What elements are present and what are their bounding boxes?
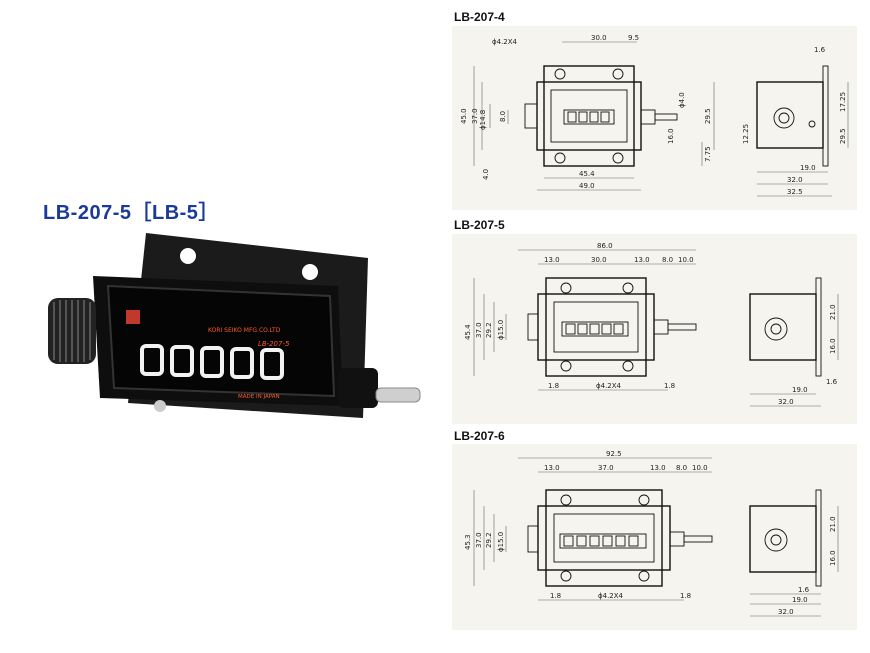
digit-window (563, 109, 615, 125)
dimension-label: ϕ4.2X4 (596, 382, 622, 390)
dimension-label: 21.0 (829, 516, 837, 532)
dimension-label: 86.0 (597, 242, 613, 250)
counter-body (536, 81, 642, 151)
dimension-label: 37.0 (471, 108, 479, 124)
face-maker: KORI SEIKO MFG.CO.LTD (208, 327, 281, 334)
face-model: LB-207-5 (258, 340, 290, 348)
drive-shaft (683, 535, 713, 543)
digit-window (559, 533, 647, 549)
drawing-title-lb-207-6: LB-207-6 (454, 429, 505, 443)
dimension-label: 10.0 (678, 256, 694, 264)
drawing-lb-207-4: 30.0 9.5 ϕ4.2X4 45.0 37.0 ϕ14.8 8.0 4.0 … (452, 26, 857, 210)
reset-knob (527, 525, 539, 553)
drawing-title-lb-207-4: LB-207-4 (454, 10, 505, 24)
face-origin: MADE IN JAPAN (238, 394, 280, 400)
dimension-label: 29.2 (485, 532, 493, 548)
dimension-label: 8.0 (676, 464, 687, 472)
dimension-label: 32.0 (778, 608, 794, 616)
dimension-label: 45.3 (464, 534, 472, 550)
digit-display (140, 344, 284, 380)
dimension-label: 19.0 (792, 386, 808, 394)
dimension-label: 1.8 (550, 592, 561, 600)
bracket-outline (543, 65, 635, 167)
dimension-label: 13.0 (544, 256, 560, 264)
dimension-label: 8.0 (662, 256, 673, 264)
dimension-label: 30.0 (591, 256, 607, 264)
dimension-label: ϕ15.0 (497, 320, 505, 340)
dimension-label: 13.0 (544, 464, 560, 472)
drawing-lb-207-5: 86.0 13.0 30.0 13.0 8.0 10.0 45.4 37.0 2… (452, 234, 857, 424)
dimension-label: 21.0 (829, 304, 837, 320)
dimension-label: 32.0 (787, 176, 803, 184)
dimension-label: 16.0 (829, 338, 837, 354)
dimension-label: 19.0 (800, 164, 816, 172)
dimension-label: 12.25 (742, 124, 750, 144)
dimension-label: 92.5 (606, 450, 622, 458)
dimension-label: 29.5 (704, 108, 712, 124)
drive-shaft (654, 113, 678, 121)
dimension-label: 1.6 (798, 586, 810, 594)
dimension-label: ϕ14.8 (479, 110, 487, 130)
dimension-label: 45.4 (464, 324, 472, 340)
dimension-label: ϕ4.2X4 (492, 38, 518, 46)
dimension-label: 13.0 (634, 256, 650, 264)
dimension-label: 45.4 (579, 170, 595, 178)
dimension-label: 37.0 (475, 322, 483, 338)
drawing-lb-207-6: 92.5 13.0 37.0 13.0 8.0 10.0 45.3 37.0 2… (452, 444, 857, 630)
digit-window (561, 321, 629, 337)
dimension-label: 19.0 (792, 596, 808, 604)
dimension-label: 32.0 (778, 398, 794, 406)
side-view-bracket (822, 65, 829, 167)
dimension-label: 9.5 (628, 34, 639, 42)
reset-knob (527, 313, 539, 341)
dimension-label: ϕ15.0 (497, 532, 505, 552)
dimension-label: 30.0 (591, 34, 607, 42)
drawing-title-lb-207-5: LB-207-5 (454, 218, 505, 232)
dimension-label: ϕ4.2X4 (598, 592, 624, 600)
dimension-label: 17.25 (839, 92, 847, 112)
dimension-label: 7.75 (704, 146, 712, 162)
dimension-label: 29.5 (839, 128, 847, 144)
reset-knob (524, 103, 538, 129)
dimension-label: 1.8 (548, 382, 559, 390)
side-view-body (756, 81, 824, 149)
dimension-label: 4.0 (482, 169, 490, 180)
dimension-label: 45.0 (460, 108, 468, 124)
dimension-label: 32.5 (787, 188, 803, 196)
dimension-label: 16.0 (829, 550, 837, 566)
dimension-label: 1.6 (814, 46, 826, 54)
dimension-label: 49.0 (579, 182, 595, 190)
dimension-label: 8.0 (499, 111, 507, 122)
dimension-label: 37.0 (598, 464, 614, 472)
dimension-label: 10.0 (692, 464, 708, 472)
mount-hole (180, 248, 196, 264)
mount-hole (154, 400, 166, 412)
dimension-label: 1.8 (680, 592, 691, 600)
mount-hole (302, 264, 318, 280)
dimension-label: 37.0 (475, 532, 483, 548)
product-title: LB-207-5［LB-5］ (43, 202, 219, 224)
counter-photo: KORI SEIKO MFG.CO.LTD LB-207-5 MADE IN J… (48, 233, 421, 418)
dimension-label: ϕ4.0 (678, 92, 686, 108)
dimension-label: 1.6 (826, 378, 838, 386)
drive-shaft (667, 323, 697, 331)
dimension-label: 1.8 (664, 382, 675, 390)
dimension-label: 13.0 (650, 464, 666, 472)
dimension-label: 29.2 (485, 322, 493, 338)
dimension-label: 16.0 (667, 128, 675, 144)
